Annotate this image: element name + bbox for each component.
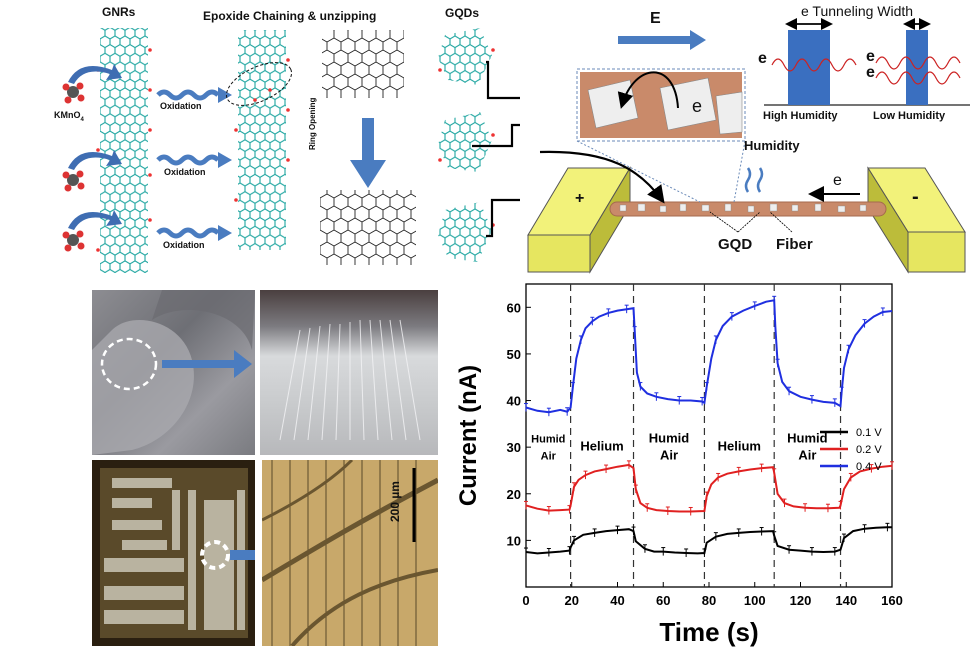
barrier-electron-high: e	[758, 50, 767, 67]
zoom-arrow-2	[230, 550, 255, 560]
humidity-label: Humidity	[744, 138, 800, 153]
gqds-title: GQDs	[445, 6, 480, 20]
synthesis-drawing	[62, 28, 520, 273]
region-label: Humid	[531, 433, 565, 445]
epoxide-ribbon	[238, 30, 286, 250]
kmno4-text: KMnO	[54, 110, 81, 120]
sample-circle	[100, 337, 158, 391]
y-tick-label: 40	[507, 394, 521, 409]
oxidation-label-2: Oxidation	[164, 167, 206, 177]
zoom-arrow-1	[162, 350, 252, 378]
y-tick-label: 60	[507, 300, 521, 315]
device-circle	[200, 540, 230, 570]
scale-bar-label: 200 µm	[388, 481, 402, 522]
x-tick-label: 100	[744, 593, 766, 608]
inset-electron-label: e	[692, 96, 703, 116]
kmno4-label: KMnO4	[54, 110, 84, 123]
region-label: Air	[541, 450, 557, 462]
x-tick-label: 80	[702, 593, 716, 608]
kmno4-molecules	[62, 82, 85, 252]
x-axis-label: Time (s)	[659, 617, 758, 647]
region-label: Helium	[718, 438, 761, 453]
tunneling-title: e Tunneling Width	[801, 3, 914, 19]
epoxide-title: Epoxide Chaining & unzipping	[203, 9, 377, 23]
x-tick-label: 40	[610, 593, 624, 608]
barrier-low	[906, 30, 928, 105]
series-line	[525, 463, 893, 513]
epoxide-chain-highlight	[225, 62, 293, 106]
synthesis-schematic: GNRs Epoxide Chaining & unzipping GQDs	[40, 0, 520, 285]
x-tick-label: 20	[565, 593, 579, 608]
series-line	[525, 526, 892, 555]
high-humidity-label: High Humidity	[763, 110, 838, 122]
ring-opening-arrow	[350, 118, 386, 188]
structure-before	[322, 30, 404, 98]
kmno4-subscript: 4	[80, 116, 84, 123]
gnrs-title: GNRs	[102, 5, 136, 19]
y-tick-label: 30	[507, 440, 521, 455]
legend-entry: 0.1 V	[856, 427, 882, 439]
barrier-electron-low-2: e	[866, 64, 875, 81]
fiber-label: Fiber	[776, 236, 813, 253]
x-tick-label: 120	[790, 593, 812, 608]
region-label: Humid	[649, 430, 690, 445]
region-label: Helium	[580, 438, 623, 453]
gqd-label: GQD	[718, 236, 753, 253]
tunneling-arc-arrow	[617, 71, 679, 109]
field-label: E	[650, 10, 661, 27]
x-tick-label: 140	[835, 593, 857, 608]
gnr-ribbon	[100, 28, 148, 273]
gqd-connector-lines	[472, 60, 520, 238]
region-label: Air	[798, 447, 816, 462]
ring-opening-label: Ring Opening	[308, 97, 317, 150]
barrier-electron-low-1: e	[866, 48, 875, 65]
fiber-electron-label: e	[833, 172, 842, 189]
series-line	[525, 299, 893, 414]
oxidation-label-1: Oxidation	[160, 101, 202, 111]
y-tick-label: 20	[507, 487, 521, 502]
reaction-curved-arrows	[68, 64, 122, 230]
device-schematic: E e e Tunneling Width e e e High Humidit…	[520, 0, 971, 285]
y-axis-label: Current (nA)	[455, 365, 482, 506]
legend-entry: 0.2 V	[856, 444, 882, 456]
structure-after	[320, 190, 416, 265]
plus-sign: +	[575, 190, 585, 207]
gqd-flakes	[438, 28, 492, 262]
oxidation-wavy-arrows	[156, 89, 220, 239]
legend-entry: 0.4 V	[856, 461, 882, 473]
electrode-plus	[527, 234, 591, 273]
photo-chip	[92, 460, 255, 646]
x-tick-label: 0	[522, 593, 529, 608]
minus-sign: -	[912, 186, 919, 208]
region-label: Air	[660, 447, 678, 462]
photo-fiber-array	[260, 290, 438, 455]
y-tick-label: 10	[507, 533, 521, 548]
x-tick-label: 160	[881, 593, 903, 608]
oxidation-label-3: Oxidation	[163, 240, 205, 250]
y-tick-label: 50	[507, 347, 521, 362]
region-label: Humid	[787, 430, 828, 445]
low-humidity-label: Low Humidity	[873, 110, 946, 122]
field-arrow	[618, 30, 706, 50]
photo-microscope: 200 µm	[262, 460, 438, 646]
device-drawing	[527, 18, 970, 274]
x-tick-label: 60	[656, 593, 670, 608]
photo-glove	[92, 290, 255, 455]
